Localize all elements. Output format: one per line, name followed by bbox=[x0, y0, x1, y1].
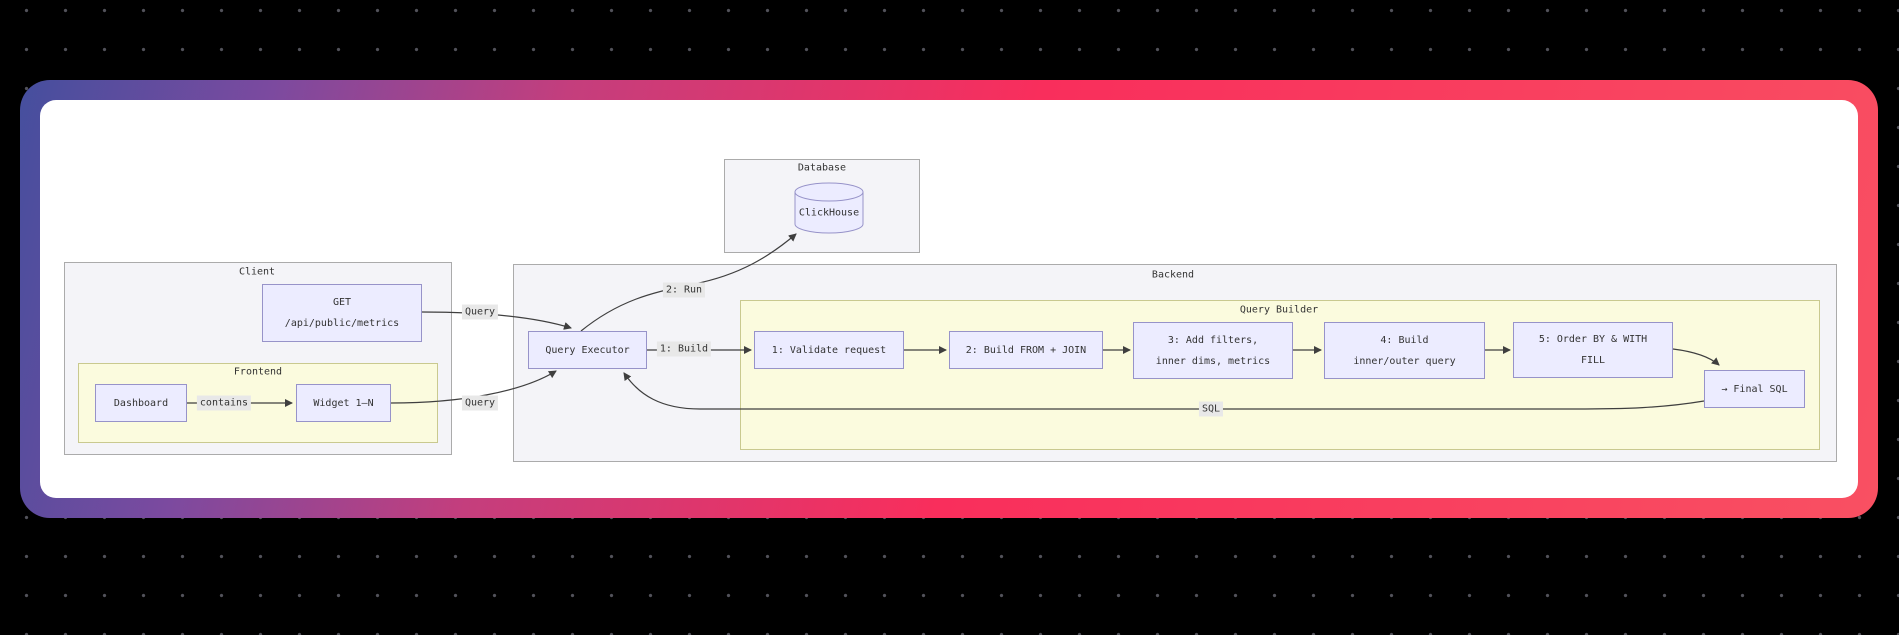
node-step4-line2: inner/outer query bbox=[1353, 355, 1456, 367]
node-step5-line2: FILL bbox=[1580, 355, 1606, 366]
edge-label-contains: contains bbox=[196, 395, 252, 411]
cluster-label-client: Client bbox=[238, 266, 276, 278]
node-step5-line1: 5: Order BY & WITH bbox=[1538, 334, 1648, 345]
node-step1-validate: 1: Validate request bbox=[754, 331, 904, 369]
node-final-sql: → Final SQL bbox=[1704, 370, 1805, 408]
node-step2-build-from-join: 2: Build FROM + JOIN bbox=[949, 331, 1103, 369]
cluster-label-backend: Backend bbox=[1151, 269, 1195, 281]
edge-label-build: 1: Build bbox=[656, 341, 712, 357]
node-dashboard: Dashboard bbox=[95, 384, 187, 422]
node-step5-order-by-with-fill: 5: Order BY & WITH FILL bbox=[1513, 322, 1673, 378]
node-step3-line2: inner dims, metrics bbox=[1155, 355, 1271, 367]
node-step4-build-inner-outer: 4: Build inner/outer query bbox=[1324, 322, 1485, 379]
node-get-line1: GET bbox=[332, 297, 352, 308]
edge-label-query-widget: Query bbox=[461, 395, 499, 411]
node-get-endpoint: GET /api/public/metrics bbox=[262, 284, 422, 342]
node-step3-line1: 3: Add filters, bbox=[1167, 334, 1259, 346]
node-query-executor: Query Executor bbox=[528, 331, 647, 369]
cluster-label-database: Database bbox=[797, 162, 847, 174]
node-step4-line1: 4: Build bbox=[1380, 334, 1429, 346]
node-clickhouse-label: ClickHouse bbox=[798, 207, 860, 219]
edge-label-query-get: Query bbox=[461, 304, 499, 320]
edge-label-sql: SQL bbox=[1198, 401, 1224, 417]
edge-label-run: 2: Run bbox=[662, 282, 706, 298]
cluster-label-query-builder: Query Builder bbox=[1239, 304, 1319, 316]
cluster-label-frontend: Frontend bbox=[233, 366, 283, 378]
node-step3-add-filters: 3: Add filters, inner dims, metrics bbox=[1133, 322, 1293, 379]
node-get-line2: /api/public/metrics bbox=[284, 318, 400, 329]
node-widget: Widget 1–N bbox=[296, 384, 391, 422]
